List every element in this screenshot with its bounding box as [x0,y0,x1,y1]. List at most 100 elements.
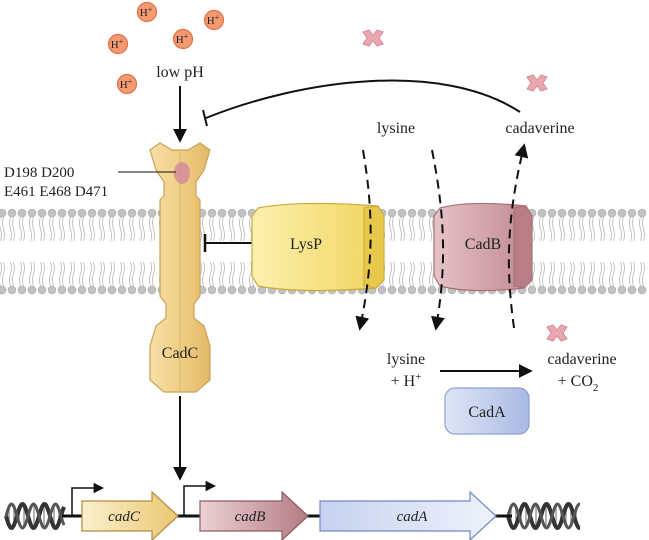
lipid-head [57,285,67,295]
proton-icon: H+ [203,9,225,31]
lipid-tail [142,261,145,287]
lipid-tail [632,216,635,242]
lipid-tail [642,216,645,242]
lipid-tail [72,261,75,287]
lipid-tail [579,216,582,242]
lipid-tail [579,261,582,287]
proton-symbol: H+ [207,13,220,27]
lipid-head [147,208,157,218]
lysp-transporter: LysP [251,202,385,292]
cada-label: CadA [468,404,506,421]
lipid-tail [399,216,402,242]
lipid-tail [642,261,645,287]
lipid-head [57,208,67,218]
lipid-head [217,208,227,218]
lipid-tail [412,216,415,242]
lipid-tail [639,261,642,287]
lipid-tail [39,216,42,242]
lipid-tail [219,261,222,287]
lipid-tail [232,261,235,287]
lipid-tail [539,261,542,287]
lipid-head [627,285,637,295]
lipid-tail [99,216,102,242]
lipid-tail [429,261,432,287]
lipid-head [47,208,57,218]
lipid-head [537,208,547,218]
lipid-tail [19,216,22,242]
cadb-antiporter: CadB [433,202,533,292]
lipid-tail [392,261,395,287]
lipid-tail [0,261,2,287]
proton-icon: H+ [136,1,158,23]
lipid-tail [149,261,152,287]
lipid-tail [399,261,402,287]
lipid-tail [389,261,392,287]
lipid-tail [102,216,105,242]
lipid-head [407,285,417,295]
lipid-tail [219,216,222,242]
lipid-head [7,285,17,295]
cadc-gene: cadC [81,490,179,540]
lipid-tail [592,261,595,287]
lipid-tail [559,261,562,287]
lipid-tail [539,216,542,242]
lipid-tail [422,216,425,242]
lipid-head [17,208,27,218]
lipid-tail [149,216,152,242]
proton-icon: H+ [107,33,129,55]
lipid-tail [202,261,205,287]
proton-icon: H+ [116,73,138,95]
lipid-tail [42,216,45,242]
lipid-head [117,285,127,295]
lipid-tail [532,216,535,242]
lipid-tail [412,261,415,287]
residues-line-1: D198 D200 [4,165,74,181]
lipid-tail [589,216,592,242]
lipid-head [227,208,237,218]
lipid-head [227,285,237,295]
lipid-tail [572,261,575,287]
cadb-label: CadB [465,236,501,253]
lipid-tail [142,216,145,242]
lipid-tail [419,261,422,287]
lipid-tail [222,261,225,287]
lipid-head [587,285,597,295]
lipid-head [0,208,7,218]
lipid-tail [639,216,642,242]
lipid-tail [249,216,252,242]
lipid-head [97,208,107,218]
lipid-tail [542,261,545,287]
lipid-tail [582,216,585,242]
lipid-tail [429,216,432,242]
lipid-head [577,285,587,295]
lipid-tail [589,261,592,287]
lipid-tail [72,216,75,242]
lipid-tail [49,261,52,287]
lipid-tail [542,216,545,242]
lipid-head [37,285,47,295]
lipid-tail [559,216,562,242]
lipid-tail [69,261,72,287]
cadc-promoter-arrow [71,482,105,516]
lipid-tail [102,261,105,287]
lipid-head [637,285,647,295]
lipid-tail [59,261,62,287]
lipid-head [577,208,587,218]
proton-symbol: H+ [120,77,133,91]
lipid-tail [562,216,565,242]
lipid-head [27,285,37,295]
lipid-tail [2,216,5,242]
cadba-promoter-arrow [183,480,217,516]
lipid-head [567,208,577,218]
cadb-gene-label: cadB [235,509,266,525]
lipid-head [247,285,257,295]
residues-line-2: E461 E468 D471 [4,184,108,200]
lipid-tail [572,216,575,242]
cadc-label: CadC [162,345,198,362]
lipid-tail [82,261,85,287]
lysine-outside-label: lysine [377,120,415,137]
lysine-inside-label: lysine [387,351,425,368]
lipid-tail [32,216,35,242]
lipid-tail [42,261,45,287]
